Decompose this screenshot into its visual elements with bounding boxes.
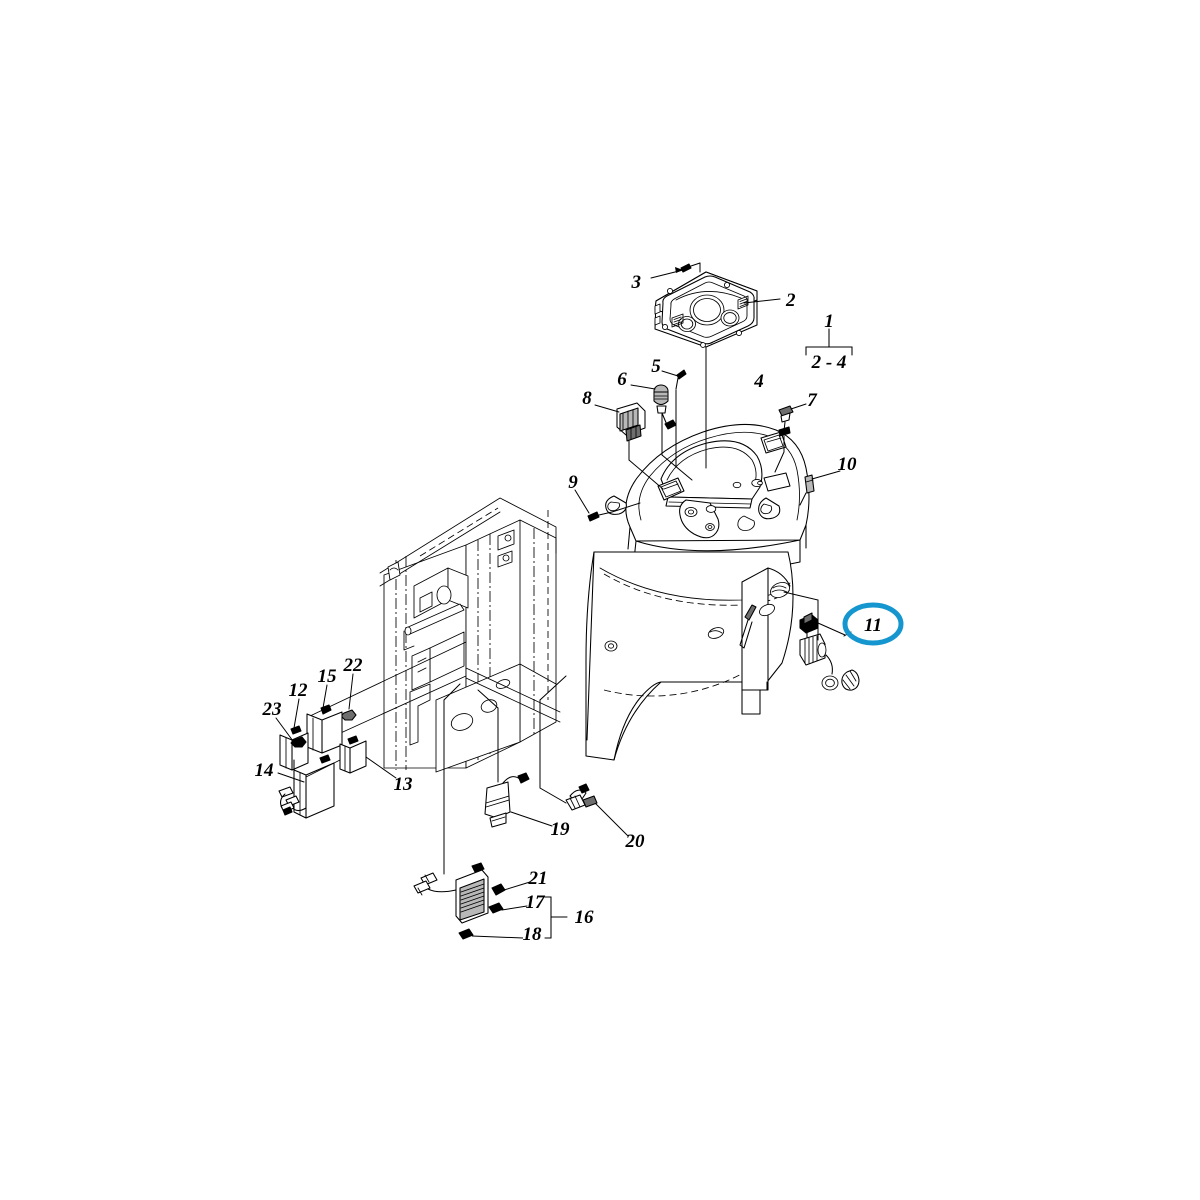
part-7-connector [778, 403, 807, 437]
ref-line-7 [774, 435, 785, 473]
callout-label-19: 19 [551, 819, 571, 840]
callout-label-17: 17 [526, 892, 547, 913]
ref-line-8 [628, 440, 664, 490]
callout-label-6: 6 [617, 369, 627, 390]
part-20-fitting [539, 675, 629, 837]
callout-label-12: 12 [289, 680, 309, 701]
callout-label-15: 15 [318, 666, 338, 687]
part-12-relay [279, 698, 309, 773]
group-bracket-16 [544, 896, 568, 939]
part-15-relay [306, 684, 343, 754]
part-14-relay-box [277, 754, 335, 819]
callout-label-2: 2 [785, 290, 796, 311]
callout-label-21: 21 [528, 868, 548, 889]
callout-label-20: 20 [625, 831, 646, 852]
callout-label-7: 7 [807, 390, 818, 411]
callout-label-13: 13 [394, 774, 413, 795]
part-13-relay [305, 735, 397, 779]
callout-label-23: 23 [262, 699, 282, 720]
main-hood-panel [585, 551, 794, 761]
ref-line-6 [661, 413, 693, 481]
callout-label-22: 22 [343, 655, 364, 676]
callout-label-14: 14 [255, 760, 274, 781]
part-8-rocker-switch [594, 402, 646, 442]
callout-label-5: 5 [651, 356, 661, 377]
callout-label-8: 8 [582, 388, 592, 409]
part-3-screw [650, 262, 701, 279]
part-19-canister [477, 689, 553, 828]
bracket-range-label: 2 - 4 [811, 352, 847, 373]
callout-label-4: 4 [753, 371, 764, 392]
part-5-bolt [661, 369, 687, 390]
callout-label-9: 9 [568, 472, 578, 493]
highlight-ellipse-11 [842, 602, 904, 646]
dash-console-top-part-4 [605, 423, 810, 573]
part-10-pin [804, 470, 841, 494]
instrument-cluster-assembly [654, 271, 758, 348]
part-11-ignition-switch [783, 591, 860, 691]
callout-label-16: 16 [575, 907, 595, 928]
part-6-knob-switch [630, 384, 677, 430]
callout-label-3: 3 [631, 272, 642, 293]
callout-label-18: 18 [523, 924, 543, 945]
fuse-box-assembly [413, 683, 531, 940]
bracket-group-label-1: 1 [824, 311, 834, 332]
leader-2 [743, 298, 781, 304]
part-23-nut [275, 717, 307, 748]
chassis-bulkhead-frame [309, 497, 561, 773]
callout-label-11: 11 [864, 615, 882, 636]
group-bracket-1 [805, 328, 853, 356]
ref-line-10 [799, 492, 807, 506]
callout-label-10: 10 [838, 454, 858, 475]
part-9-bolt [574, 489, 641, 522]
part-22-nut [340, 673, 357, 721]
